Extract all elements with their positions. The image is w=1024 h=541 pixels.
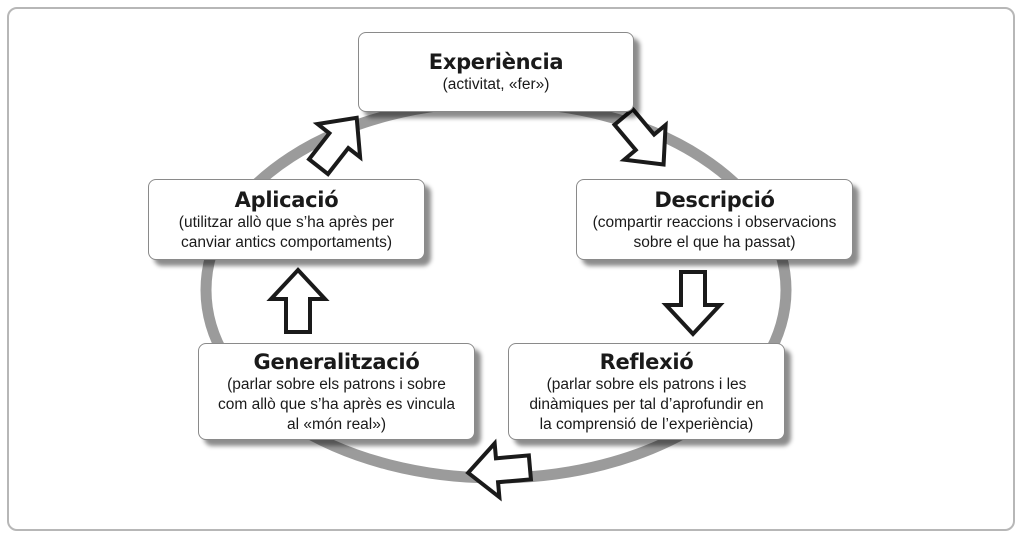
stage-desc-descripcio-2: sobre el que ha passat) xyxy=(633,233,796,251)
stage-title-generalitzacio: Generalització xyxy=(253,349,420,374)
stage-desc-generalitzacio-3: al «món real») xyxy=(286,415,387,433)
stage-title-reflexio: Reflexió xyxy=(599,349,694,374)
arrow-generalitzacio-to-aplicacio xyxy=(266,267,330,334)
stage-desc-generalitzacio-2: com allò que s’ha après es vincula xyxy=(218,395,455,413)
stage-title-experiencia: Experiència xyxy=(428,50,564,74)
arrow-experiencia-to-descripcio xyxy=(611,106,668,167)
stage-title-aplicacio: Aplicació xyxy=(234,187,339,212)
arrow-reflexio-to-generalitzacio xyxy=(465,438,534,502)
stage-desc-aplicacio-2: canviar antics comportaments) xyxy=(180,233,393,251)
stage-box-generalitzacio: Generalització (parlar sobre els patrons… xyxy=(198,343,475,440)
stage-box-aplicacio: Aplicació (utilitzar allò que s’ha après… xyxy=(148,179,425,260)
stage-title-descripcio: Descripció xyxy=(654,187,775,212)
stage-desc-descripcio-1: (compartir reaccions i observacions xyxy=(592,213,837,231)
arrow-descripcio-to-reflexio xyxy=(661,270,725,337)
stage-desc-aplicacio-1: (utilitzar allò que s’ha après per xyxy=(178,213,395,231)
stage-box-descripcio: Descripció (compartir reaccions i observ… xyxy=(576,179,853,260)
stage-desc-experiencia: (activitat, «fer») xyxy=(442,76,550,93)
stage-desc-reflexio-2: dinàmiques per tal d’aprofundir en xyxy=(529,395,764,413)
stage-box-reflexio: Reflexió (parlar sobre els patrons i les… xyxy=(508,343,785,440)
stage-box-experiencia: Experiència (activitat, «fer») xyxy=(358,32,634,112)
arrow-aplicacio-to-experiencia xyxy=(306,115,363,177)
stage-desc-reflexio-1: (parlar sobre els patrons i les xyxy=(546,375,747,393)
stage-desc-reflexio-3: la comprensió de l’experiència) xyxy=(539,415,754,433)
stage-desc-generalitzacio-1: (parlar sobre els patrons i sobre xyxy=(227,375,446,393)
